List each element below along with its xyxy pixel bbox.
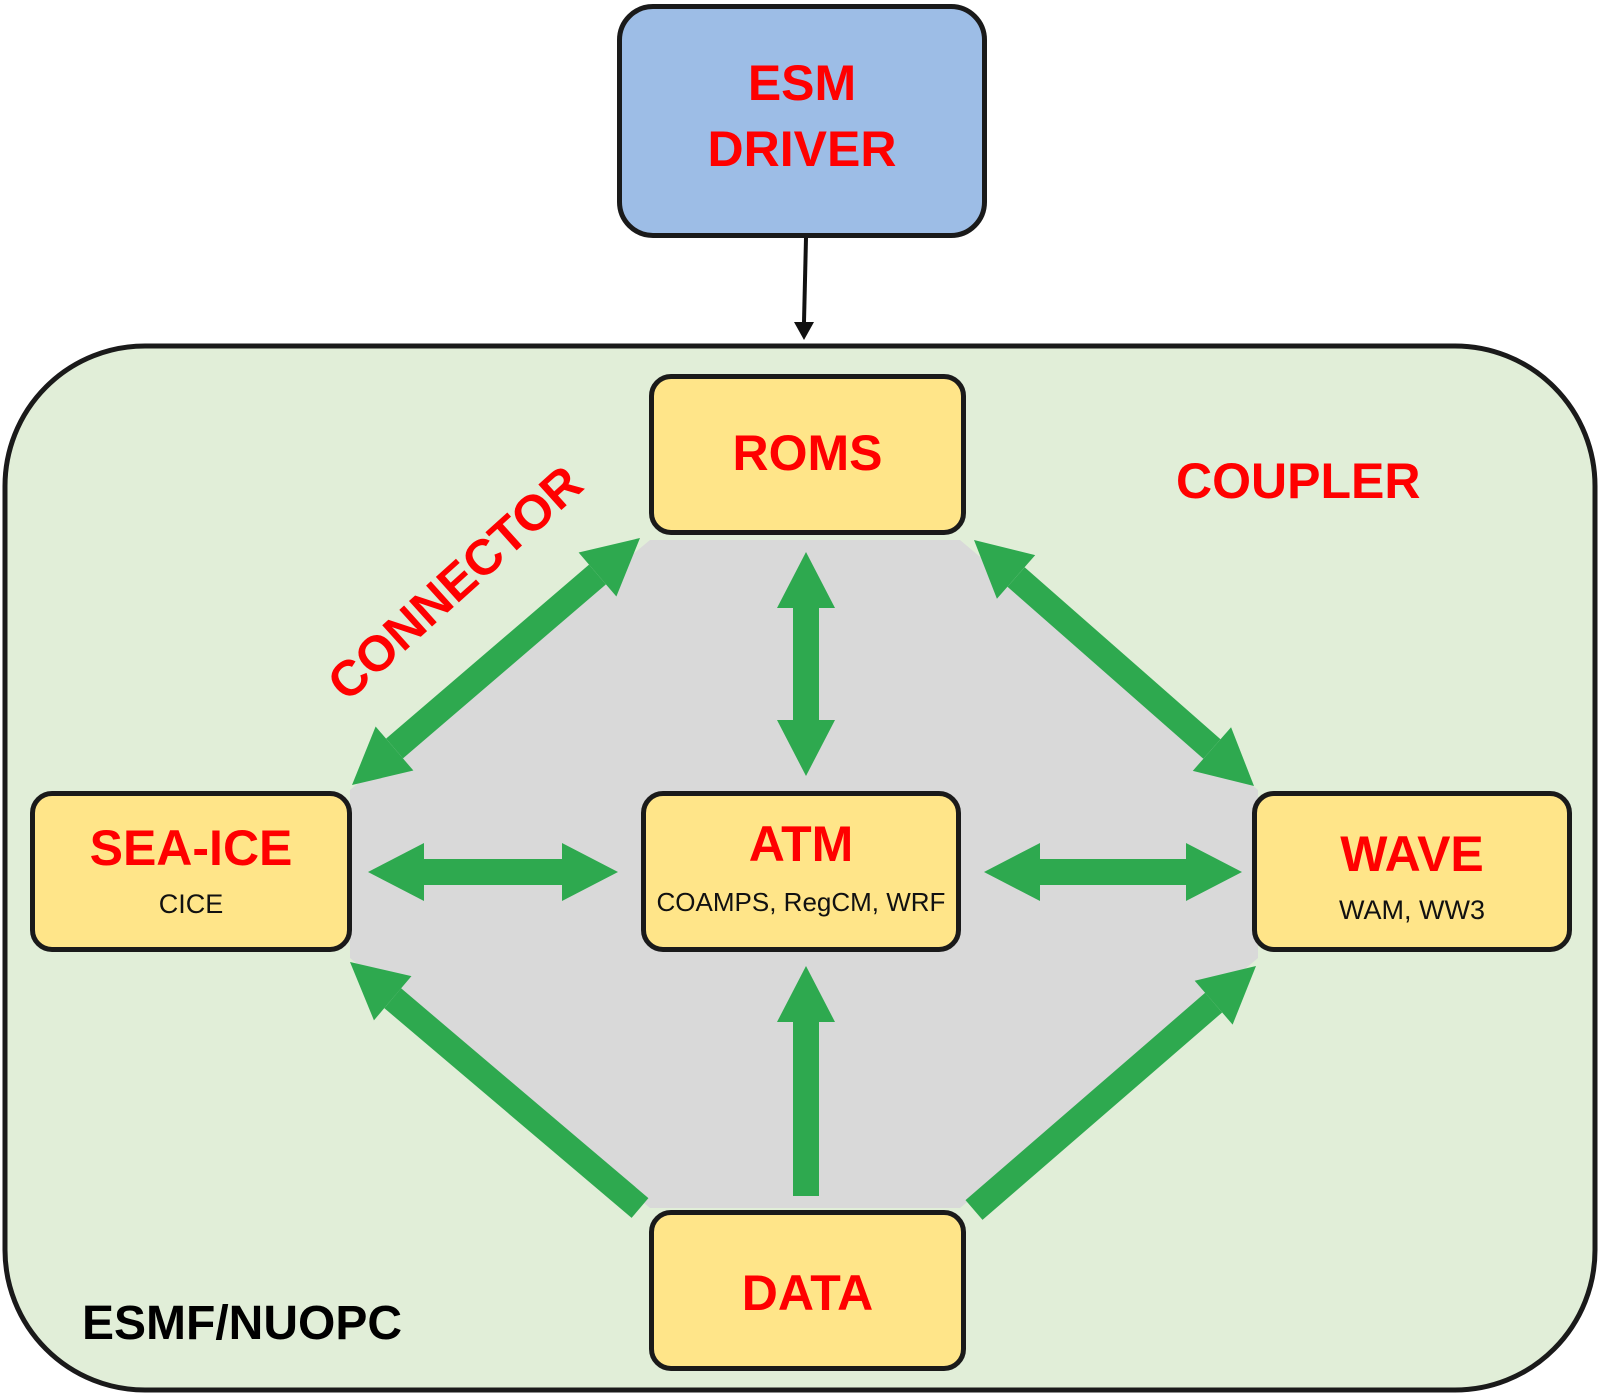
arrowhead-sea-ice-to-atm-start — [368, 843, 424, 901]
esm-driver-line2: DRIVER — [707, 121, 897, 177]
arrowhead-roms-to-atm-end — [777, 720, 835, 776]
arrow-shaft-data-to-wave — [965, 992, 1223, 1220]
arrowhead-roms-to-atm-start — [777, 552, 835, 608]
arrow-shaft-roms-to-wave — [1007, 567, 1221, 759]
seaice-implementation: CICE — [158, 889, 224, 919]
atm-box: ATM COAMPS, RegCM, WRF — [641, 791, 961, 952]
arrowhead-data-to-atm-end — [777, 966, 835, 1022]
seaice-box: SEA-ICE CICE — [30, 791, 352, 952]
wave-box: WAVE WAM, WW3 — [1252, 791, 1572, 952]
wave-title: WAVE — [1340, 826, 1484, 882]
roms-title: ROMS — [732, 425, 883, 481]
arrowhead-sea-ice-to-roms-end — [578, 538, 640, 597]
arrowhead-atm-to-wave-end — [1186, 843, 1242, 901]
data-box: DATA — [649, 1210, 966, 1371]
connector-arrows — [350, 538, 1256, 1220]
arrow-shaft-data-to-sea-ice — [384, 988, 649, 1218]
roms-box: ROMS — [649, 374, 966, 535]
atm-implementation: COAMPS, RegCM, WRF — [656, 887, 946, 917]
arrowhead-sea-ice-to-atm-end — [562, 843, 618, 901]
arrowhead-data-to-sea-ice-end — [350, 962, 412, 1021]
esm-driver-line1: ESM — [747, 55, 857, 111]
arrowhead-data-to-wave-end — [1194, 966, 1256, 1025]
coupler-label: COUPLER — [1176, 453, 1421, 509]
driver-to-coupler-line — [802, 237, 808, 323]
atm-title: ATM — [748, 816, 854, 872]
arrowhead-sea-ice-to-roms-start — [352, 726, 414, 785]
data-title: DATA — [741, 1265, 874, 1321]
wave-implementation: WAM, WW3 — [1339, 895, 1485, 925]
arrowhead-roms-to-wave-start — [974, 540, 1036, 599]
esm-driver-box: ESM DRIVER — [617, 4, 987, 238]
framework-label: ESMF/NUOPC — [82, 1297, 403, 1350]
arrowhead-roms-to-wave-end — [1192, 727, 1254, 786]
driver-to-coupler-arrowhead — [794, 322, 814, 340]
arrow-shaft-sea-ice-to-roms — [386, 564, 606, 759]
arrowhead-atm-to-wave-start — [984, 843, 1040, 901]
seaice-title: SEA-ICE — [89, 820, 293, 876]
